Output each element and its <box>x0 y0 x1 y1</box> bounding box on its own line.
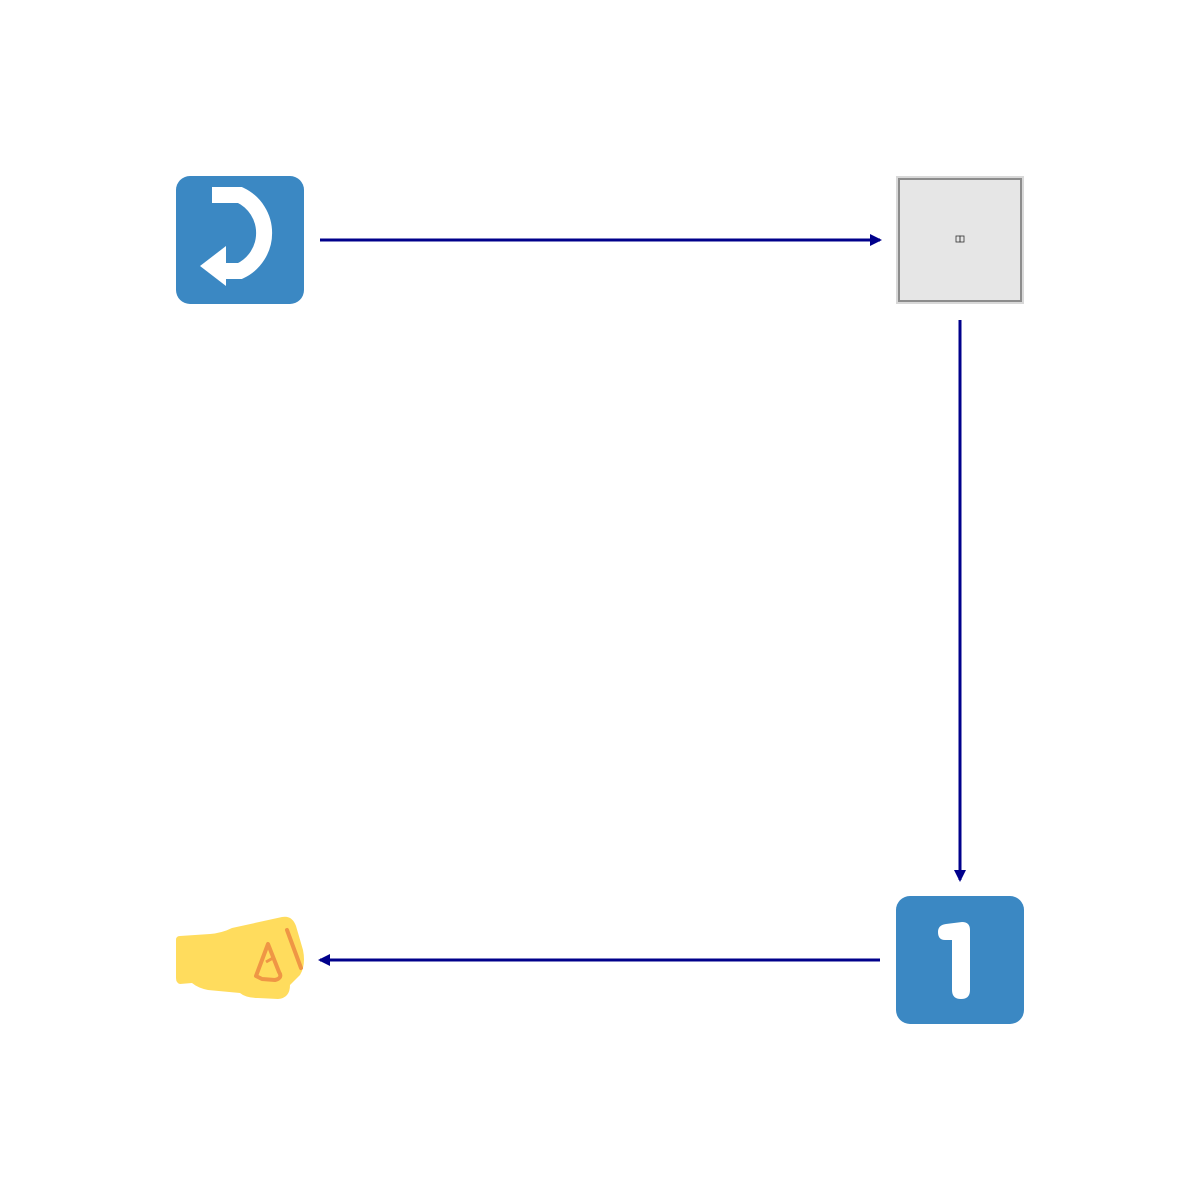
keycap-digit-one-icon <box>896 896 1024 1024</box>
right-facing-fist-icon <box>176 916 304 999</box>
missing-glyph-box-icon <box>896 176 1024 304</box>
right-arrow-curving-left-icon <box>176 176 304 304</box>
